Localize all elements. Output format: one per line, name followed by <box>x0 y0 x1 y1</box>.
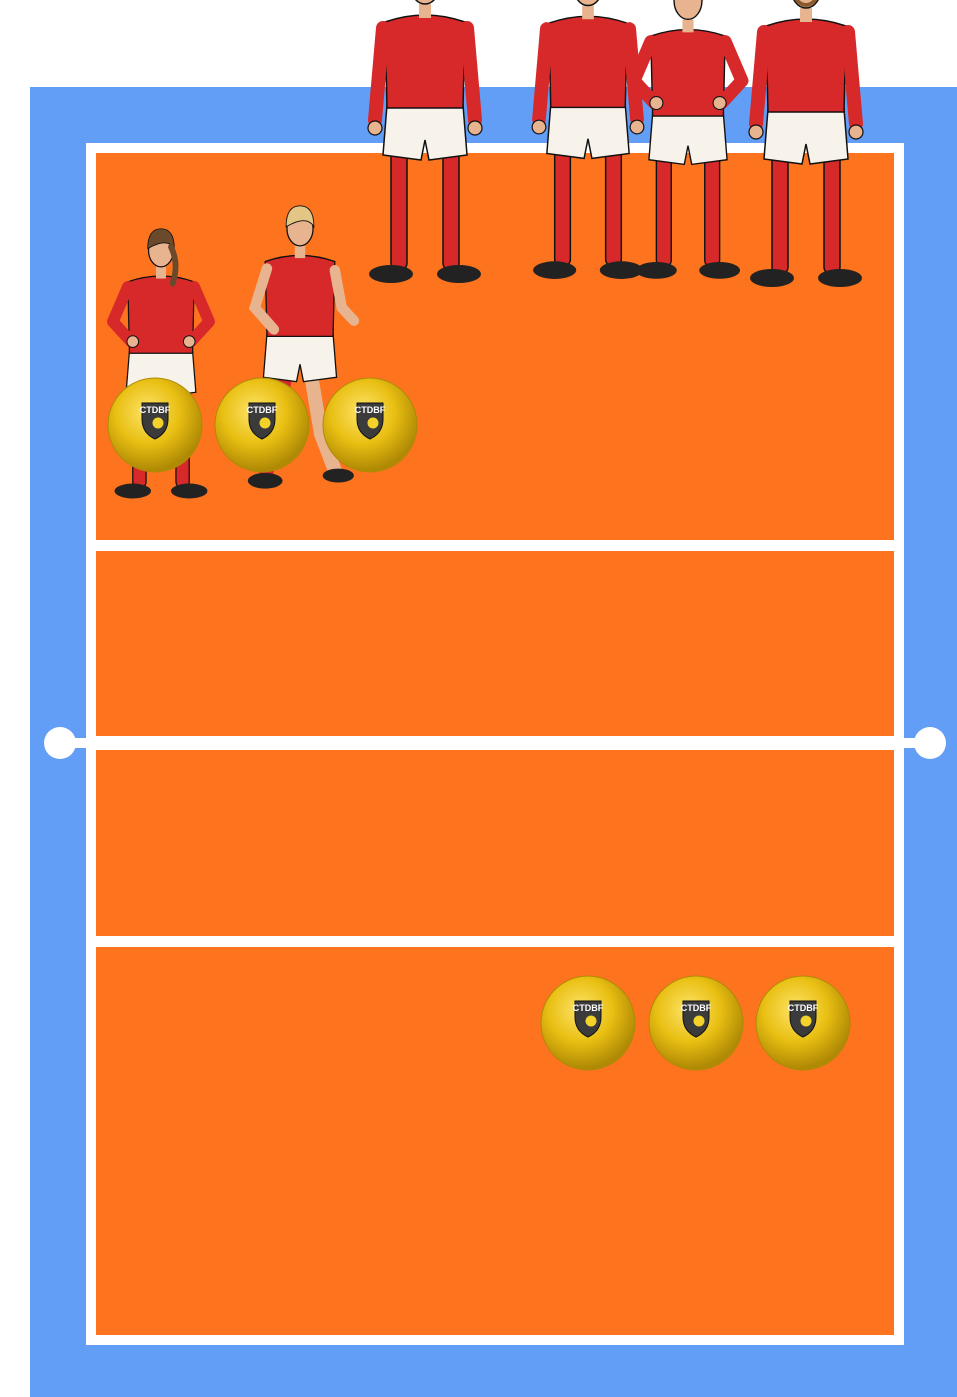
court-zone-attack-top <box>96 551 894 736</box>
dodgeball-icon: CTDBF <box>108 378 202 472</box>
net-post-icon <box>914 727 946 759</box>
dodgeball-icon: CTDBF <box>323 378 417 472</box>
ball-logo-text: CTDBF <box>247 405 278 415</box>
dodgeball-icon: CTDBF <box>215 378 309 472</box>
ball-logo-text: CTDBF <box>573 1003 604 1013</box>
ball-logo-text: CTDBF <box>681 1003 712 1013</box>
court-zone-attack-bottom <box>96 750 894 936</box>
ball-logo-text: CTDBF <box>788 1003 819 1013</box>
dodgeball-icon: CTDBF <box>541 976 635 1070</box>
center-line <box>60 738 930 748</box>
net-post-icon <box>44 727 76 759</box>
ball-logo-text: CTDBF <box>140 405 171 415</box>
dodgeball-icon: CTDBF <box>756 976 850 1070</box>
dodgeball-icon: CTDBF <box>649 976 743 1070</box>
ball-logo-text: CTDBF <box>355 405 386 415</box>
